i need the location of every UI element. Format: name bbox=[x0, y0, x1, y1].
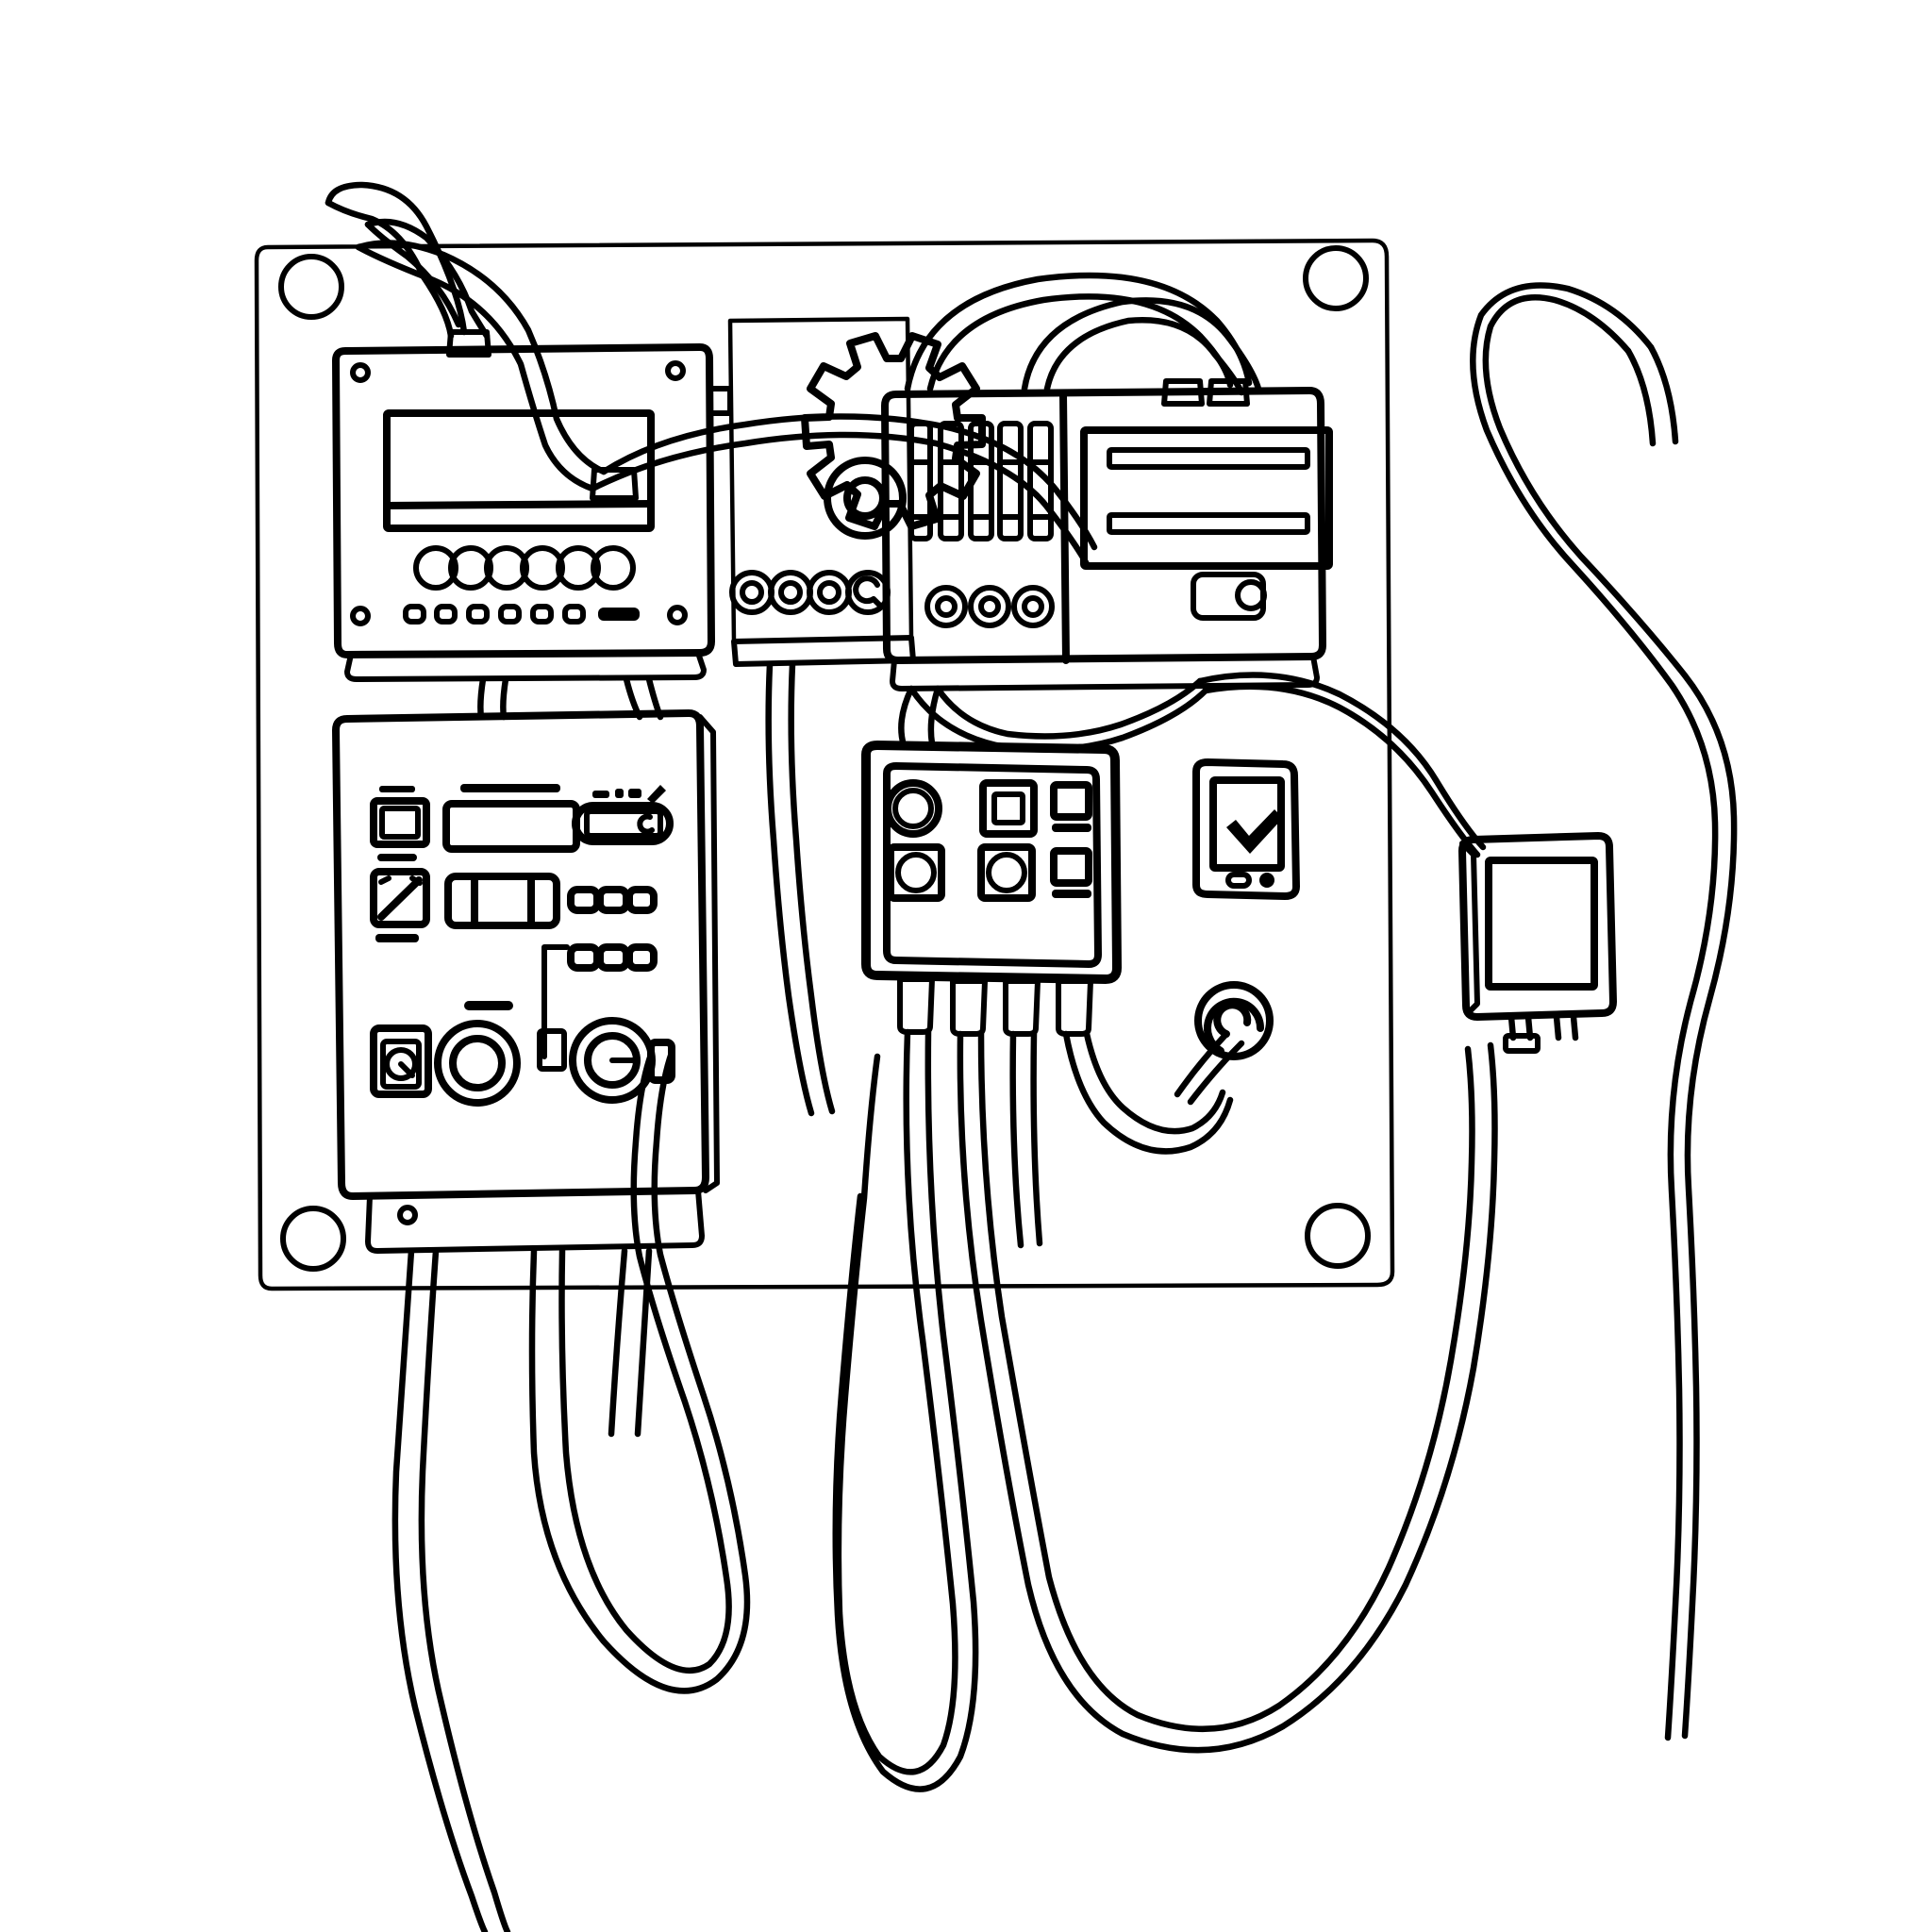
meter-icon bbox=[370, 786, 430, 861]
screw-top-right bbox=[665, 360, 686, 381]
small-button-1[interactable] bbox=[403, 604, 426, 625]
device-instrument-panel[interactable] bbox=[332, 709, 720, 1254]
rack-connector-3[interactable] bbox=[1011, 585, 1055, 628]
toggle-block[interactable] bbox=[444, 873, 560, 929]
readout-bar-1 bbox=[1107, 447, 1310, 470]
large-dial[interactable] bbox=[434, 1001, 521, 1107]
round-button-1[interactable] bbox=[413, 545, 458, 591]
round-button-row[interactable] bbox=[413, 545, 636, 591]
junction-output-cables bbox=[832, 1028, 1498, 1792]
card-slot-2[interactable] bbox=[938, 421, 964, 541]
small-button-row[interactable] bbox=[403, 604, 640, 625]
small-button-6[interactable] bbox=[562, 604, 586, 625]
card-slot-5[interactable] bbox=[1027, 421, 1054, 541]
gear-module-cables bbox=[765, 660, 836, 1117]
plinth-screw bbox=[397, 1205, 418, 1225]
plug-1[interactable] bbox=[897, 976, 935, 1035]
device-rack-unit[interactable] bbox=[881, 387, 1333, 691]
indicator-row-1[interactable] bbox=[567, 886, 658, 914]
mounting-hole-bottom-left bbox=[280, 1206, 346, 1272]
status-dot bbox=[1259, 873, 1274, 888]
card-slot-3[interactable] bbox=[968, 421, 994, 541]
indicator-row-2[interactable] bbox=[567, 943, 658, 972]
instrument-panel-output-cables bbox=[391, 1049, 751, 1932]
readout-bar-2 bbox=[1107, 512, 1310, 535]
plug-3[interactable] bbox=[1003, 978, 1041, 1037]
round-button[interactable] bbox=[884, 779, 942, 838]
card-slot-group[interactable] bbox=[908, 421, 1054, 541]
round-button-3[interactable] bbox=[484, 545, 529, 591]
device-display-controller[interactable] bbox=[332, 343, 733, 682]
card-slot-1[interactable] bbox=[908, 421, 933, 541]
label-strip bbox=[592, 785, 666, 804]
screw-top-left bbox=[350, 362, 371, 383]
junction-button-grid[interactable] bbox=[884, 779, 1092, 902]
round-button-2[interactable] bbox=[448, 545, 493, 591]
coil-connector bbox=[1174, 981, 1274, 1106]
plug-4[interactable] bbox=[1056, 978, 1093, 1037]
small-button-3[interactable] bbox=[466, 604, 490, 625]
cable-boot-4 bbox=[1207, 378, 1250, 407]
screw-bottom-left bbox=[350, 606, 371, 626]
right-free-cables bbox=[1470, 282, 1738, 1741]
square-round-button-2[interactable] bbox=[977, 843, 1036, 902]
backplane bbox=[254, 238, 1395, 1291]
bracket-block bbox=[537, 1028, 567, 1072]
small-button-5[interactable] bbox=[530, 604, 554, 625]
small-button-4[interactable] bbox=[498, 604, 522, 625]
cable-boot-2 bbox=[590, 467, 639, 501]
screw-bottom-right bbox=[667, 605, 688, 625]
square-round-button-1[interactable] bbox=[887, 843, 945, 902]
mounting-hole-top-left bbox=[278, 254, 344, 320]
mounting-hole-bottom-right bbox=[1305, 1203, 1371, 1269]
round-button-4[interactable] bbox=[520, 545, 565, 591]
rotary-knob[interactable] bbox=[1191, 572, 1267, 621]
plug-2[interactable] bbox=[950, 978, 988, 1037]
device-junction-box[interactable] bbox=[861, 741, 1122, 1037]
controller-base bbox=[344, 650, 707, 682]
card-slot-4[interactable] bbox=[997, 421, 1024, 541]
rack-connector-1[interactable] bbox=[924, 585, 968, 628]
readout-panel bbox=[1080, 426, 1333, 570]
top-right-cable-bundle bbox=[904, 272, 1262, 407]
label-switch[interactable] bbox=[572, 802, 674, 845]
round-button-5[interactable] bbox=[556, 545, 601, 591]
round-button-6[interactable] bbox=[591, 545, 636, 591]
mounting-hole-top-right bbox=[1303, 245, 1369, 311]
indicator-1c[interactable] bbox=[625, 886, 658, 914]
small-button-2[interactable] bbox=[434, 604, 458, 625]
cable-boot-3 bbox=[1161, 378, 1205, 407]
adapter-plug bbox=[1503, 1033, 1541, 1054]
indicator-b[interactable] bbox=[1050, 847, 1092, 898]
wide-button[interactable] bbox=[598, 608, 640, 621]
panel-plinth bbox=[365, 1188, 705, 1254]
adapter-face bbox=[1485, 857, 1598, 991]
camera-port-icon[interactable] bbox=[370, 1024, 432, 1098]
lcd-screen bbox=[383, 409, 655, 532]
handheld-screen bbox=[1209, 776, 1285, 872]
checkmark-icon bbox=[1226, 809, 1283, 854]
device-handheld[interactable] bbox=[1192, 758, 1300, 900]
indicator-2c[interactable] bbox=[625, 943, 658, 972]
device-power-adapter[interactable] bbox=[1458, 832, 1617, 1054]
rack-connector-2[interactable] bbox=[968, 585, 1011, 628]
square-button[interactable] bbox=[979, 779, 1038, 838]
junction-output-plugs[interactable] bbox=[897, 976, 1093, 1037]
home-button[interactable] bbox=[1225, 872, 1252, 889]
rack-connector-row[interactable] bbox=[924, 585, 1055, 628]
gauge-icon bbox=[370, 868, 430, 942]
indicator-a[interactable] bbox=[1050, 781, 1092, 832]
